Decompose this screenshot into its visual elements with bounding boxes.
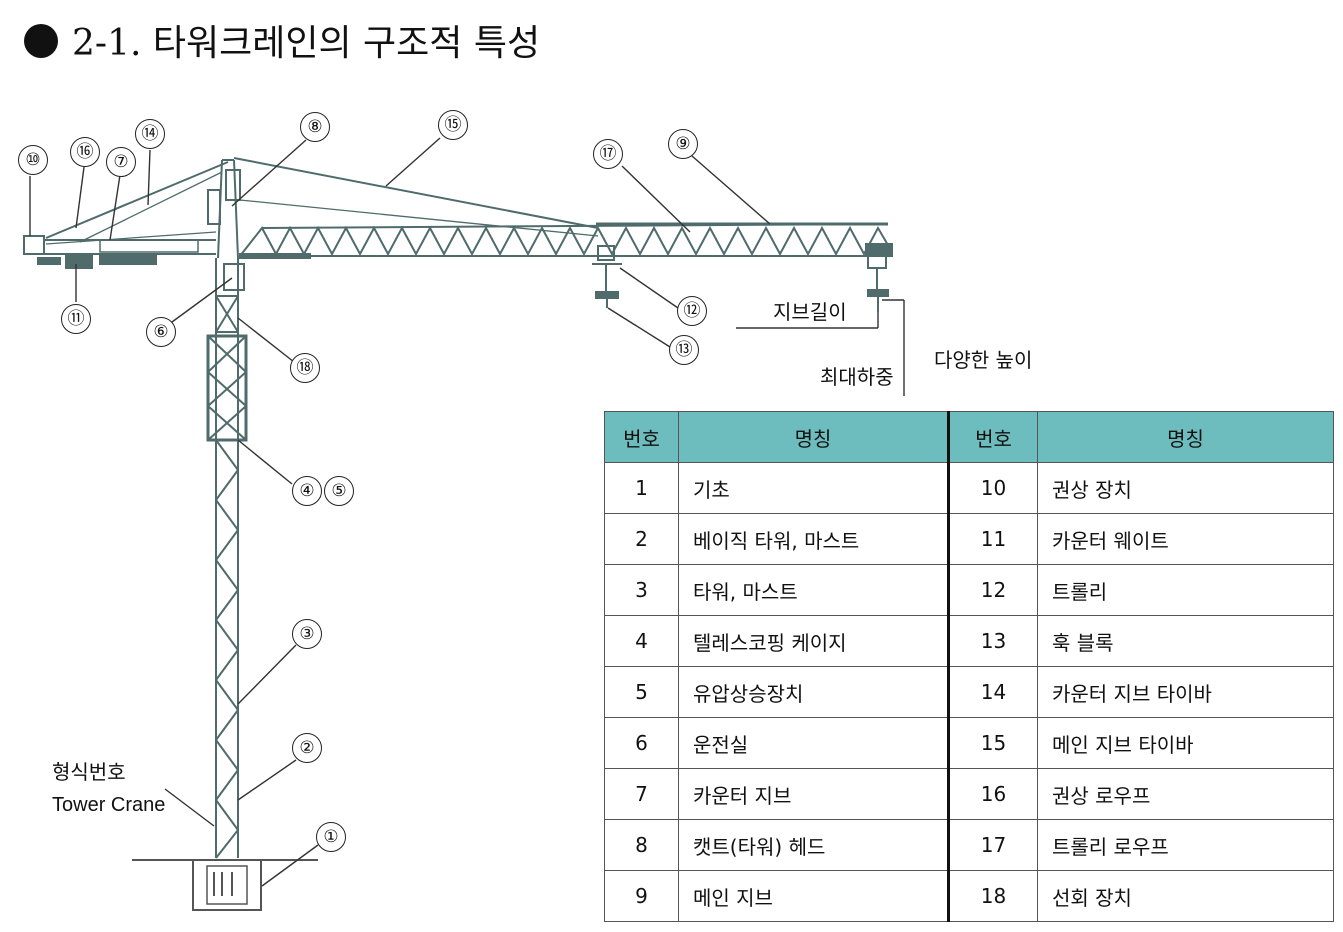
- callout-8: ⑧: [300, 112, 330, 142]
- cell-name: 타워, 마스트: [678, 564, 949, 616]
- cell-name: 메인 지브: [678, 870, 949, 922]
- cell-number: 14: [947, 666, 1038, 718]
- counter-jib: [23, 231, 217, 255]
- counter-weight: [65, 255, 93, 269]
- callout-14: ⑭: [135, 119, 165, 149]
- cell-number: 4: [604, 615, 679, 667]
- cell-name: 메인 지브 타이바: [1037, 717, 1334, 769]
- callout-13: ⑬: [669, 335, 699, 365]
- callout-15: ⑮: [438, 110, 468, 140]
- main-jib-tie-bar: [233, 157, 599, 229]
- cell-name: 카운터 지브 타이바: [1037, 666, 1334, 718]
- tower-head: [207, 159, 241, 259]
- cell-name: 유압상승장치: [678, 666, 949, 718]
- callout-5: ⑤: [324, 476, 354, 506]
- callout-11: ⑪: [61, 304, 91, 334]
- callout-6: ⑥: [146, 317, 176, 347]
- cell-name: 캣트(타워) 헤드: [678, 819, 949, 871]
- mast: [215, 258, 239, 859]
- callout-9: ⑨: [668, 129, 698, 159]
- main-jib: [239, 222, 893, 259]
- foundation: [192, 859, 262, 911]
- table-header-row: 번호 명칭 번호 명칭: [604, 411, 1334, 463]
- trolley: [592, 245, 622, 292]
- header-name: 명칭: [678, 411, 949, 463]
- cell-number: 9: [604, 870, 679, 922]
- cell-name: 카운터 웨이트: [1037, 513, 1334, 565]
- cell-number: 7: [604, 768, 679, 820]
- cell-number: 2: [604, 513, 679, 565]
- cell-name: 훅 블록: [1037, 615, 1334, 667]
- cell-name: 권상 로우프: [1037, 768, 1334, 820]
- header-number: 번호: [604, 411, 679, 463]
- cell-number: 12: [947, 564, 1038, 616]
- slewing-unit: [215, 295, 239, 333]
- cell-name: 베이직 타워, 마스트: [678, 513, 949, 565]
- hook-block: [595, 291, 619, 308]
- cell-name: 카운터 지브: [678, 768, 949, 820]
- counter-jib-tie-bar: [45, 161, 229, 239]
- callout-4: ④: [292, 476, 322, 506]
- cell-name: 선회 장치: [1037, 870, 1334, 922]
- cell-number: 10: [947, 462, 1038, 514]
- page-title: 2-1. 타워크레인의 구조적 특성: [24, 14, 540, 66]
- callout-10: ⑩: [18, 145, 48, 175]
- telescoping-cage: [206, 334, 248, 442]
- jib-length-label: 지브길이: [773, 300, 847, 324]
- callout-3: ③: [292, 619, 322, 649]
- cell-number: 15: [947, 717, 1038, 769]
- callout-1: ①: [316, 822, 346, 852]
- model-name-label: Tower Crane: [52, 794, 166, 816]
- header-name: 명칭: [1037, 411, 1334, 463]
- cell-name: 트롤리: [1037, 564, 1334, 616]
- cell-number: 13: [947, 615, 1038, 667]
- bullet-icon: [24, 24, 58, 58]
- callout-7: ⑦: [106, 147, 136, 177]
- cell-number: 6: [604, 717, 679, 769]
- operator-cab: [223, 263, 245, 291]
- callout-18: ⑱: [290, 353, 320, 383]
- cell-number: 8: [604, 819, 679, 871]
- callout-12: ⑫: [677, 296, 707, 326]
- title-text: 2-1. 타워크레인의 구조적 특성: [72, 23, 541, 64]
- cell-name: 권상 장치: [1037, 462, 1334, 514]
- cell-number: 17: [947, 819, 1038, 871]
- cell-number: 5: [604, 666, 679, 718]
- callout-16: ⑯: [70, 137, 100, 167]
- cell-number: 18: [947, 870, 1038, 922]
- cell-name: 기초: [678, 462, 949, 514]
- cell-number: 16: [947, 768, 1038, 820]
- end-trolley: [867, 255, 889, 312]
- cell-number: 3: [604, 564, 679, 616]
- cell-name: 트롤리 로우프: [1037, 819, 1334, 871]
- max-load-label: 최대하중: [820, 365, 894, 389]
- callout-2: ②: [292, 733, 322, 763]
- cell-name: 운전실: [678, 717, 949, 769]
- model-number-label: 형식번호: [52, 760, 126, 784]
- various-height-label: 다양한 높이: [934, 348, 1033, 372]
- header-number: 번호: [947, 411, 1038, 463]
- cell-name: 텔레스코핑 케이지: [678, 615, 949, 667]
- cell-number: 1: [604, 462, 679, 514]
- cell-number: 11: [947, 513, 1038, 565]
- callout-17: ⑰: [593, 139, 623, 169]
- leader-lines: [29, 137, 905, 887]
